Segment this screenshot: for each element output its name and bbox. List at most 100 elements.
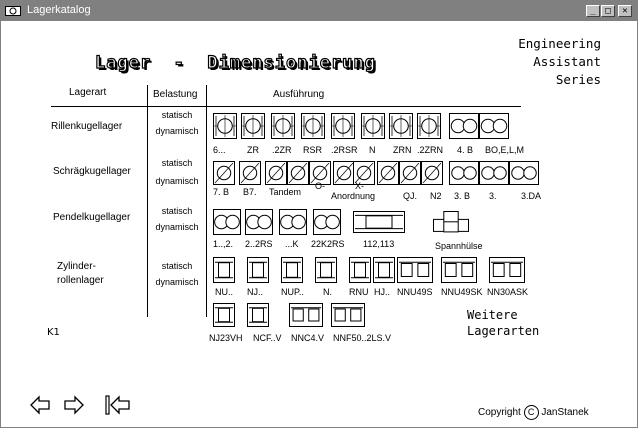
maximize-button[interactable]: □ <box>601 5 615 17</box>
row-label-rollenlager: rollenlager <box>57 275 104 286</box>
bearing-code-label: B7. <box>243 187 257 197</box>
row-label-rillenkugellager: Rillenkugellager <box>51 121 123 132</box>
load-static[interactable]: statisch <box>161 110 193 120</box>
bearing-double-icon[interactable] <box>213 209 241 235</box>
bearing-ball-icon[interactable] <box>213 113 237 139</box>
bearing-ball-icon[interactable] <box>241 113 265 139</box>
bearing-ball-icon[interactable] <box>417 113 441 139</box>
load-dynamic[interactable]: dynamisch <box>155 176 199 186</box>
column-divider <box>206 85 207 317</box>
bearing-code-label: N. <box>323 287 332 297</box>
bearing-double-icon[interactable] <box>509 161 539 185</box>
bearing-roller-icon[interactable] <box>349 257 371 283</box>
more-link-line: Lagerarten <box>467 324 540 338</box>
bearing-code-label: BO,E,L,M <box>485 145 525 155</box>
bearing-code-label: 3.DA <box>521 191 542 201</box>
bearing-code-label: NJ.. <box>247 287 264 297</box>
bearing-angular-icon[interactable] <box>399 161 421 185</box>
bearing-code-label: 3. B <box>454 191 471 201</box>
load-static[interactable]: statisch <box>161 206 193 216</box>
bearing-double-icon[interactable] <box>245 209 273 235</box>
load-dynamic[interactable]: dynamisch <box>155 277 199 287</box>
bearing-code-label: QJ. <box>403 191 418 201</box>
branding: Engineering Assistant Series <box>518 35 601 89</box>
bearing-roller-icon[interactable] <box>213 257 235 283</box>
bearing-roller-icon[interactable] <box>281 257 303 283</box>
bearing-roller2-icon[interactable] <box>441 257 477 283</box>
bearing-ball-icon[interactable] <box>271 113 295 139</box>
load-dynamic[interactable]: dynamisch <box>155 126 199 136</box>
bearing-code-label: NU.. <box>215 287 233 297</box>
bearing-code-label: X- <box>355 181 364 191</box>
bearing-angular-icon[interactable] <box>333 161 355 185</box>
bearing-roller-icon[interactable] <box>373 257 395 283</box>
bearing-code-label: 2..2RS <box>245 239 273 249</box>
bearing-code-label: 6... <box>213 145 226 155</box>
row-label-pendelkugellager: Pendelkugellager <box>53 212 131 223</box>
window-title: Lagerkatalog <box>27 4 91 16</box>
header-lagerart: Lagerart <box>69 87 107 98</box>
bearing-roller-icon[interactable] <box>213 303 235 327</box>
more-bearing-types-link[interactable]: Weitere Lagerarten <box>467 307 539 339</box>
bearing-double-icon[interactable] <box>279 209 307 235</box>
forward-arrow-icon[interactable] <box>63 395 85 415</box>
bearing-double-icon[interactable] <box>313 209 341 235</box>
bearing-angular-icon[interactable] <box>353 161 375 185</box>
bearing-housing-icon[interactable] <box>433 211 469 235</box>
bearing-code-label: 3. <box>489 191 497 201</box>
page-title: Lager - Dimensionierung <box>94 52 376 73</box>
load-static[interactable]: statisch <box>161 158 193 168</box>
branding-line: Series <box>555 72 601 87</box>
bearing-roller2-icon[interactable] <box>331 303 365 327</box>
bearing-double-icon[interactable] <box>449 113 479 139</box>
minimize-button[interactable]: _ <box>586 5 600 17</box>
bearing-ball-icon[interactable] <box>361 113 385 139</box>
bearing-code-label: NNU49SK <box>441 287 483 297</box>
bearing-code-label: Spannhülse <box>435 241 483 251</box>
bearing-code-label: ZRN <box>393 145 412 155</box>
bearing-angular-icon[interactable] <box>377 161 399 185</box>
header-ausfuehrung: Ausführung <box>273 89 325 100</box>
bearing-roller2-icon[interactable] <box>289 303 323 327</box>
bearing-roller-icon[interactable] <box>247 257 269 283</box>
bearing-double-icon[interactable] <box>449 161 479 185</box>
bearing-code-label: NNU49S <box>397 287 433 297</box>
load-dynamic[interactable]: dynamisch <box>155 222 199 232</box>
bearing-roller-icon[interactable] <box>315 257 337 283</box>
bearing-ball-icon[interactable] <box>389 113 413 139</box>
bearing-angular-icon[interactable] <box>421 161 443 185</box>
bearing-roller2-icon[interactable] <box>397 257 433 283</box>
back-arrow-icon[interactable] <box>29 395 51 415</box>
bearing-double-icon[interactable] <box>479 113 509 139</box>
bearing-code-label: NUP.. <box>281 287 304 297</box>
close-button[interactable]: ✕ <box>618 5 632 17</box>
bearing-code-label: NJ23VH <box>209 333 243 343</box>
bearing-angular-icon[interactable] <box>309 161 331 185</box>
bearing-ball-icon[interactable] <box>301 113 325 139</box>
header-belastung: Belastung <box>153 89 198 100</box>
bearing-angular-icon[interactable] <box>213 161 235 185</box>
bearing-code-label: Tandem <box>269 187 302 197</box>
bearing-ball-icon[interactable] <box>331 113 355 139</box>
bearing-angular-icon[interactable] <box>239 161 261 185</box>
bearing-code-label: HJ.. <box>374 287 391 297</box>
bearing-code-label: NNF50..2LS.V <box>333 333 392 343</box>
bearing-code-label: 1..,2. <box>213 239 234 249</box>
bearing-angular-icon[interactable] <box>265 161 287 185</box>
bearing-roller-icon[interactable] <box>353 211 405 233</box>
bearing-code-label: 7. B <box>213 187 230 197</box>
bearing-code-label: O- <box>315 181 325 191</box>
row-label-zylinder: Zylinder- <box>57 261 96 272</box>
title-bar[interactable]: Lagerkatalog _ □ ✕ <box>1 1 637 21</box>
branding-line: Engineering <box>518 36 601 51</box>
bearing-roller-icon[interactable] <box>247 303 269 327</box>
first-page-icon[interactable] <box>105 395 131 415</box>
app-icon <box>5 6 21 16</box>
bearing-code-label: 22K2RS <box>311 239 345 249</box>
bearing-angular-icon[interactable] <box>287 161 309 185</box>
copyright-author: JanStanek <box>541 407 589 418</box>
header-divider <box>51 106 521 107</box>
bearing-roller2-icon[interactable] <box>489 257 525 283</box>
load-static[interactable]: statisch <box>161 261 193 271</box>
bearing-double-icon[interactable] <box>479 161 509 185</box>
